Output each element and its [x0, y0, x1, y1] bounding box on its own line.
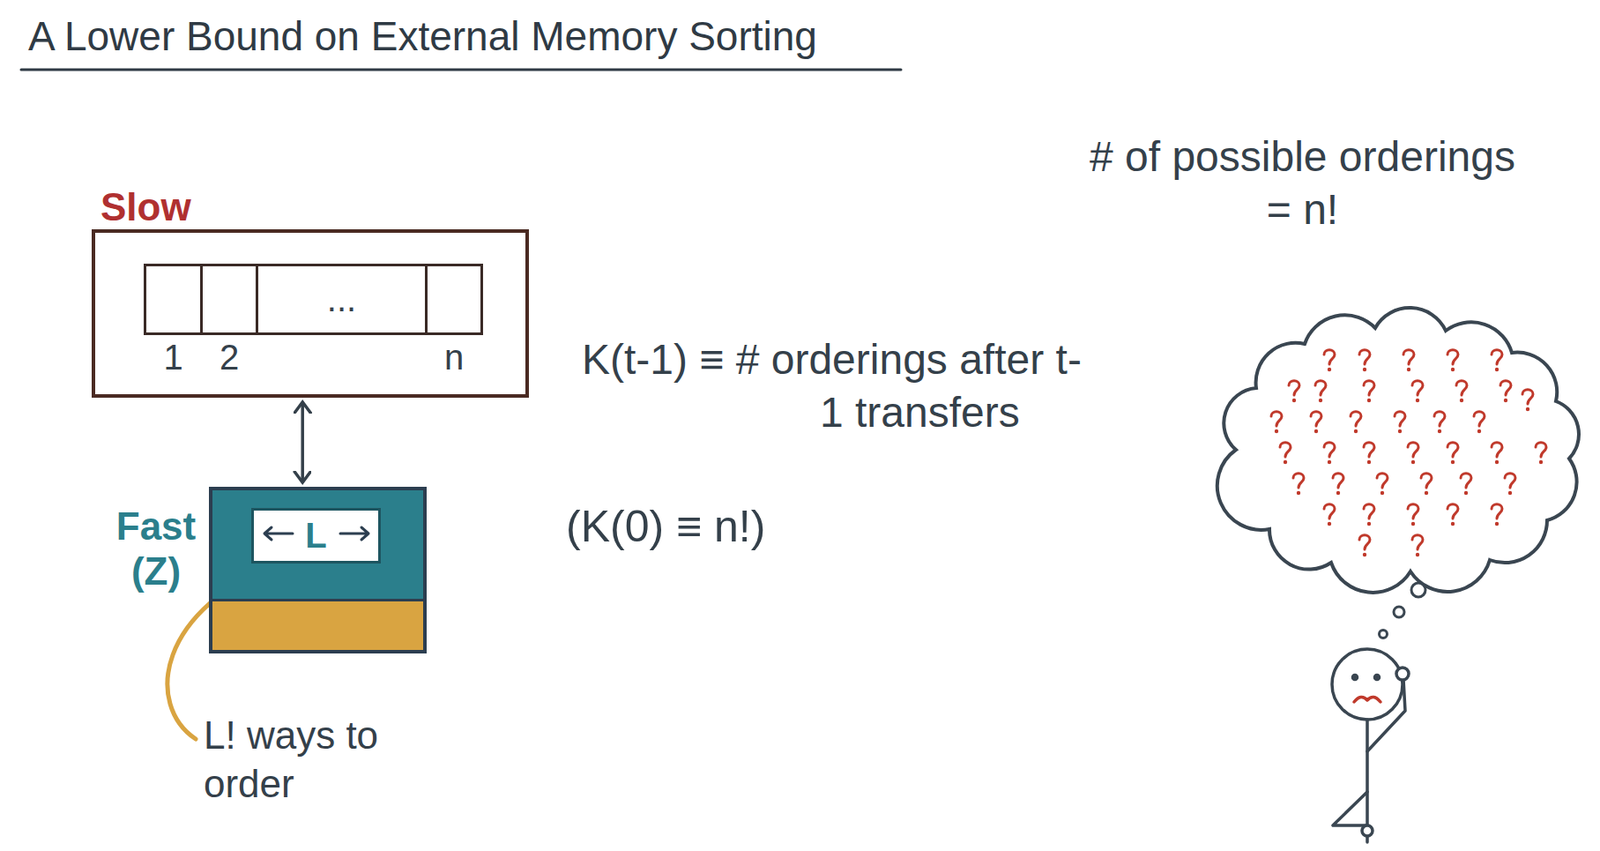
count-text: # of possible orderings = n! [1079, 130, 1526, 237]
question-mark [1447, 504, 1459, 526]
fast-memory-box: Fast (Z)L [208, 486, 427, 654]
question-mark [1324, 504, 1335, 526]
question-mark [1522, 389, 1534, 411]
transfer-arrow [300, 402, 305, 482]
base-case-text: (K(0) ≡ n!) [565, 498, 919, 555]
question-mark [1460, 473, 1472, 495]
array-cell: 2 [200, 263, 259, 335]
question-mark [1447, 442, 1459, 464]
stick-figure [1332, 648, 1409, 842]
slow-memory-box: Slow12...n [91, 229, 529, 398]
question-mark [1491, 504, 1503, 526]
question-mark [1535, 442, 1547, 464]
question-mark [1280, 442, 1291, 464]
question-mark [1421, 473, 1432, 495]
question-mark [1363, 442, 1375, 464]
question-mark [1324, 442, 1335, 464]
question-mark [1504, 473, 1516, 495]
question-mark [1310, 411, 1322, 433]
diagram-title: A Lower Bound on External Memory Sorting [28, 12, 818, 60]
question-mark [1412, 380, 1423, 402]
array-cell: ... [255, 263, 428, 335]
question-mark [1376, 473, 1388, 495]
array-cell: n [424, 263, 484, 335]
question-mark [1315, 380, 1326, 402]
question-mark [1473, 411, 1485, 433]
question-mark [1271, 411, 1282, 433]
question-mark [1350, 411, 1362, 433]
question-mark [1324, 349, 1335, 372]
index-label: 1 [146, 337, 201, 378]
cache-line-box: L [251, 507, 381, 564]
question-mark [1288, 380, 1300, 402]
array-cell: 1 [143, 263, 203, 335]
question-mark [1447, 349, 1459, 372]
question-mark [1363, 380, 1375, 402]
question-mark [1407, 504, 1419, 526]
storage-band [212, 598, 424, 650]
question-mark [1412, 535, 1423, 557]
thought-bubbles [1379, 582, 1427, 639]
question-mark [1434, 411, 1445, 433]
question-mark [1363, 504, 1375, 526]
memory-label: Slow [100, 185, 192, 230]
ellipsis-label: ... [327, 279, 357, 320]
question-mark [1332, 473, 1344, 495]
question-mark [1491, 442, 1503, 464]
block-label: L [305, 515, 327, 556]
question-mark [1359, 349, 1370, 372]
index-label: n [427, 337, 481, 378]
thought-cloud [1217, 307, 1579, 593]
annotation-text: L! ways to order [203, 710, 435, 808]
title-underline [21, 68, 901, 72]
memory-label: Fast (Z) [111, 504, 201, 594]
question-marks [1271, 349, 1547, 557]
question-mark [1407, 442, 1419, 464]
question-mark [1456, 380, 1467, 402]
question-mark [1394, 411, 1406, 433]
question-mark [1491, 349, 1503, 372]
question-mark [1500, 380, 1511, 402]
definition-text: K(t-1) ≡ # orderings after t-1 transfers [581, 333, 1094, 440]
index-label: 2 [202, 337, 256, 378]
question-mark [1359, 535, 1370, 557]
question-mark [1293, 473, 1304, 495]
question-mark [1403, 349, 1414, 372]
